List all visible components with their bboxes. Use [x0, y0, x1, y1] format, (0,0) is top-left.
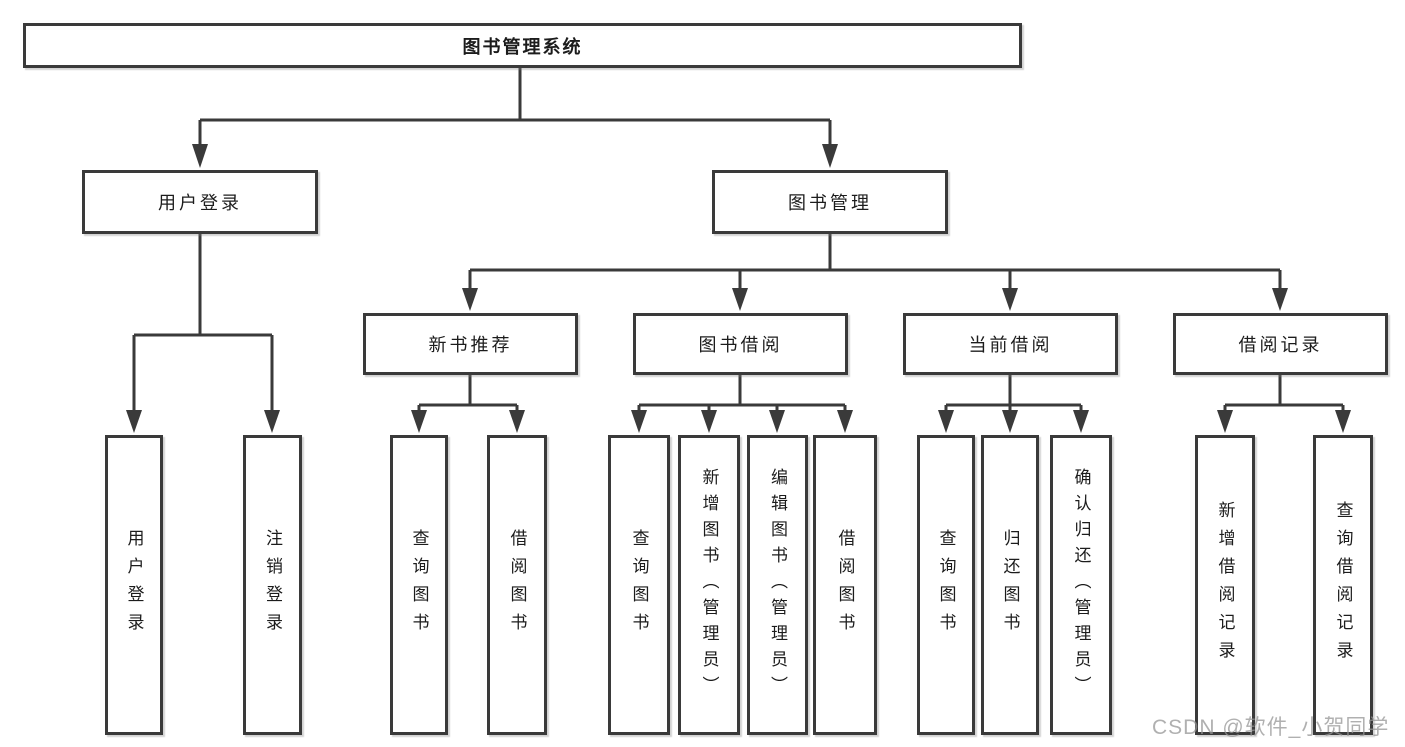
csdn-watermark: CSDN @软件_小贺同学 [1152, 716, 1390, 739]
node-logout: 注销登录 [243, 435, 302, 735]
leaf-label: 借阅图书 [507, 529, 527, 641]
node-add-borrow-record: 新增借阅记录 [1195, 435, 1255, 735]
node-new-book-recommend: 新书推荐 [363, 313, 578, 375]
leaf-label: 确认归还（管理员） [1071, 468, 1091, 702]
leaf-label: 查询图书 [409, 529, 429, 641]
node-add-books-admin: 新增图书（管理员） [678, 435, 740, 735]
node-query-books-recommend: 查询图书 [390, 435, 448, 735]
node-return-books: 归还图书 [981, 435, 1039, 735]
arrowheads [126, 144, 1351, 433]
leaf-label: 新增图书（管理员） [699, 468, 719, 702]
leaf-label: 查询借阅记录 [1333, 501, 1353, 669]
node-user-login: 用户登录 [105, 435, 163, 735]
branch-label: 用户登录 [158, 193, 242, 213]
leaf-label: 归还图书 [1000, 529, 1020, 641]
section-label: 借阅记录 [1238, 335, 1323, 355]
branch-label: 图书管理 [788, 193, 872, 213]
leaf-label: 注销登录 [263, 529, 282, 641]
leaf-label: 用户登录 [124, 529, 144, 641]
node-borrow-books-recommend: 借阅图书 [487, 435, 547, 735]
leaf-label: 查询图书 [629, 529, 649, 641]
section-label: 当前借阅 [968, 335, 1053, 355]
node-borrow-books-borrowing: 借阅图书 [813, 435, 877, 735]
node-edit-books-admin: 编辑图书（管理员） [747, 435, 808, 735]
section-label: 图书借阅 [698, 335, 783, 355]
node-current-borrowing: 当前借阅 [903, 313, 1118, 375]
node-book-borrowing: 图书借阅 [633, 313, 848, 375]
leaf-label: 新增借阅记录 [1215, 501, 1235, 669]
node-query-books-borrowing: 查询图书 [608, 435, 670, 735]
node-book-management-branch: 图书管理 [712, 170, 948, 234]
node-system-root: 图书管理系统 [23, 23, 1022, 68]
node-confirm-return-admin: 确认归还（管理员） [1050, 435, 1112, 735]
leaf-label: 借阅图书 [835, 529, 855, 641]
root-label: 图书管理系统 [462, 36, 583, 57]
node-borrow-records: 借阅记录 [1173, 313, 1388, 375]
leaf-label: 查询图书 [936, 529, 956, 641]
section-label: 新书推荐 [428, 335, 513, 355]
node-query-borrow-record: 查询借阅记录 [1313, 435, 1373, 735]
node-query-books-current: 查询图书 [917, 435, 975, 735]
node-user-login-branch: 用户登录 [82, 170, 318, 234]
leaf-label: 编辑图书（管理员） [768, 468, 787, 702]
